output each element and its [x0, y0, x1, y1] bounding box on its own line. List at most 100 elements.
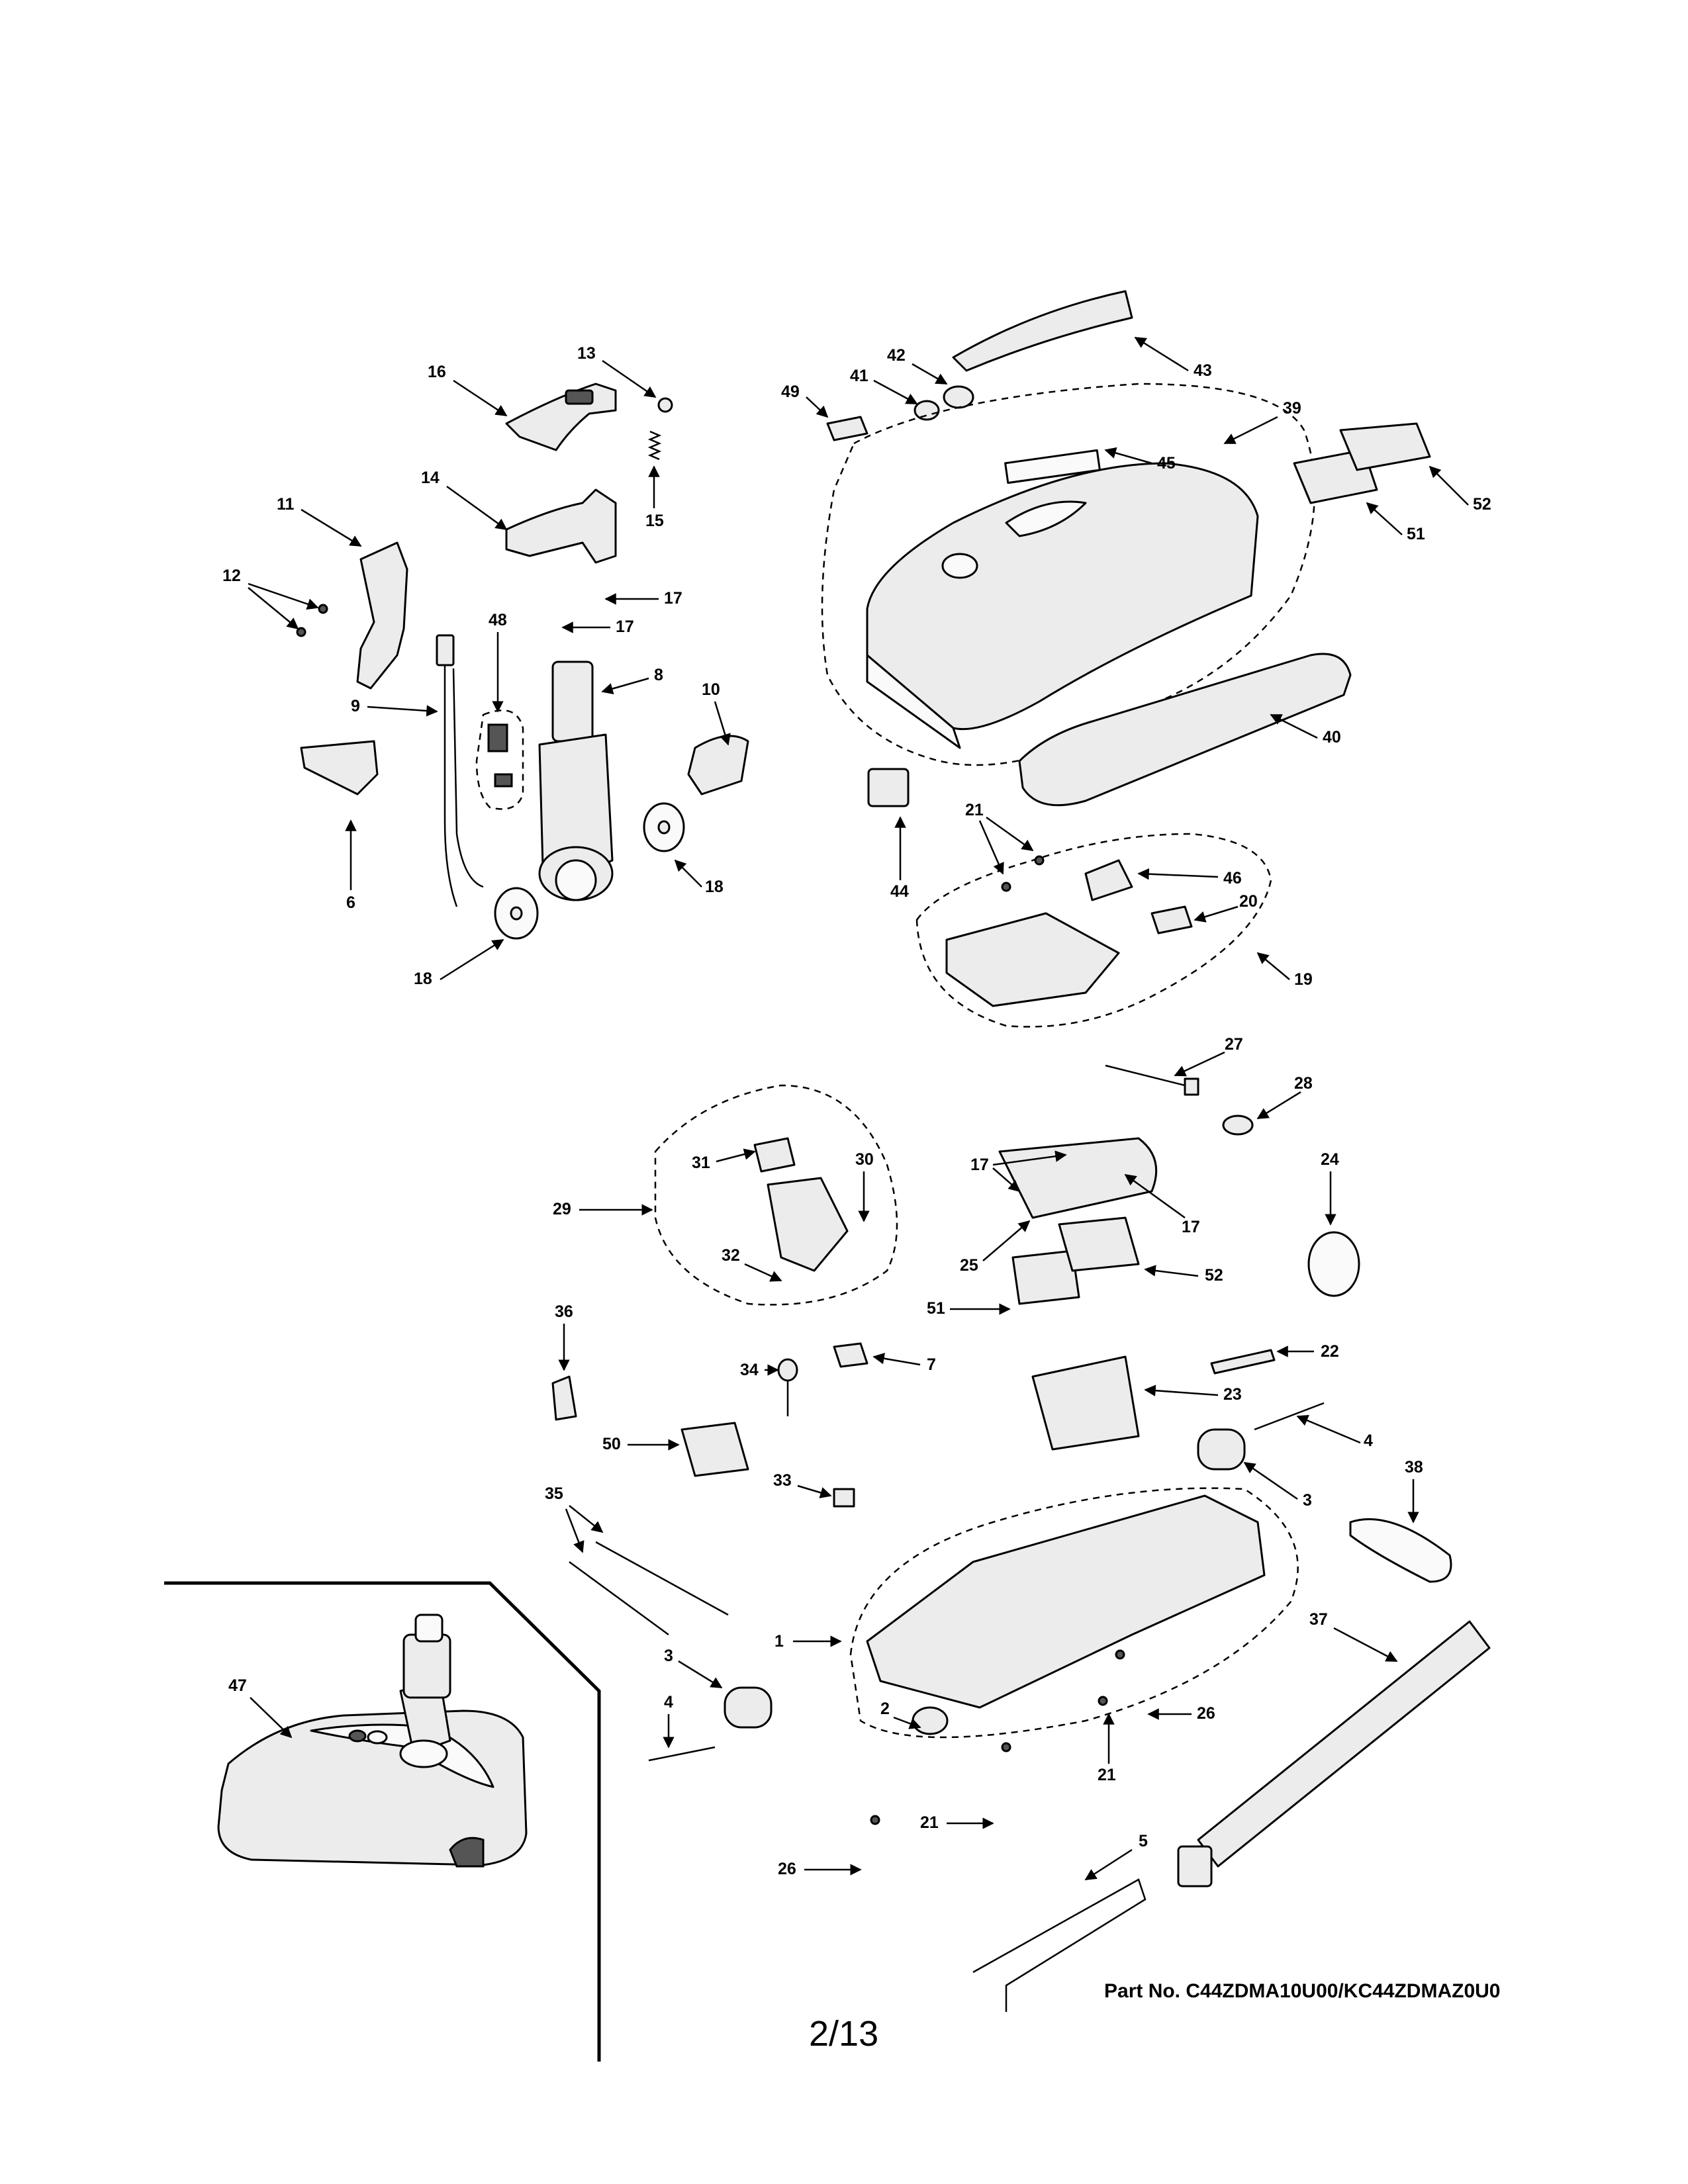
callout-18b: 18 [414, 938, 504, 988]
svg-text:22: 22 [1321, 1342, 1339, 1361]
part-25-motor-cover [998, 1137, 1158, 1219]
callout-2: 2 [880, 1700, 921, 1729]
part-34-bulb-socket [777, 1358, 798, 1416]
part-12-screws [296, 604, 328, 637]
callout-8: 8 [601, 666, 663, 695]
callout-34: 34 [740, 1361, 779, 1379]
svg-text:24: 24 [1321, 1150, 1339, 1169]
part-43-bumper-strip [952, 290, 1133, 372]
callout-3b: 3 [1243, 1461, 1312, 1510]
callout-4b: 4 [1296, 1415, 1373, 1450]
callout-20: 20 [1194, 892, 1258, 923]
callout-25: 25 [960, 1220, 1031, 1275]
svg-text:47: 47 [228, 1676, 247, 1695]
part-9-cord [436, 634, 484, 907]
part-10-neck-cover [687, 735, 749, 796]
part-24-belt-band [1307, 1231, 1360, 1297]
svg-text:9: 9 [351, 697, 360, 715]
callout-16: 16 [428, 363, 508, 417]
svg-text:30: 30 [855, 1150, 874, 1169]
callout-21b: 21 [920, 1813, 994, 1832]
part-50-switch [680, 1422, 749, 1477]
svg-text:15: 15 [645, 512, 664, 530]
callout-7: 7 [872, 1353, 936, 1374]
svg-text:21: 21 [920, 1813, 939, 1832]
callout-32: 32 [722, 1246, 782, 1282]
callout-13: 13 [577, 344, 657, 398]
callout-40: 40 [1270, 713, 1341, 747]
part-29-bracket-assembly [654, 1084, 898, 1306]
svg-text:52: 52 [1473, 495, 1491, 514]
callout-17d: 17 [1124, 1173, 1200, 1236]
callout-5: 5 [1084, 1832, 1148, 1881]
svg-text:35: 35 [545, 1484, 563, 1503]
callout-9: 9 [351, 697, 438, 717]
callout-44: 44 [890, 816, 909, 901]
svg-text:20: 20 [1239, 892, 1258, 911]
callout-51a: 51 [1366, 502, 1425, 543]
svg-text:6: 6 [346, 893, 355, 912]
svg-text:45: 45 [1157, 454, 1176, 473]
callout-35: 35 [545, 1484, 604, 1553]
callout-37: 37 [1309, 1610, 1398, 1662]
svg-text:16: 16 [428, 363, 446, 381]
part-44-pad [867, 768, 910, 807]
part-13-nut [657, 397, 673, 413]
svg-text:1: 1 [774, 1632, 784, 1651]
callout-22: 22 [1276, 1342, 1339, 1361]
inset-frame [164, 1581, 601, 2062]
callout-10: 10 [702, 680, 731, 746]
part-5-crank-tool [972, 1878, 1147, 2012]
callout-26a: 26 [1147, 1704, 1215, 1723]
callout-11: 11 [277, 495, 362, 547]
part-38-belt [1349, 1518, 1452, 1583]
part-28-bulb [1222, 1115, 1254, 1136]
callout-33: 33 [773, 1471, 832, 1498]
callout-42: 42 [887, 346, 948, 385]
callout-21c: 21 [1098, 1713, 1116, 1784]
callout-3: 3 [664, 1647, 723, 1689]
part-39-hood-assembly [821, 383, 1316, 766]
svg-text:10: 10 [702, 680, 720, 699]
part-37-brushroll [1177, 1620, 1491, 1888]
callout-6: 6 [345, 819, 357, 912]
svg-text:7: 7 [927, 1355, 936, 1374]
callout-24: 24 [1321, 1150, 1339, 1226]
svg-text:5: 5 [1139, 1832, 1148, 1850]
svg-text:3: 3 [1303, 1491, 1312, 1510]
svg-text:17: 17 [616, 617, 634, 636]
svg-text:46: 46 [1223, 869, 1242, 887]
part-23-motor [1031, 1355, 1140, 1451]
svg-text:21: 21 [965, 801, 984, 819]
part-3-rollers [724, 1428, 1246, 1729]
part-48-switch-assembly [475, 709, 524, 810]
part-16-handle-cover [505, 383, 617, 451]
svg-text:37: 37 [1309, 1610, 1328, 1629]
callout-17a: 17 [604, 589, 682, 608]
svg-text:52: 52 [1205, 1266, 1223, 1285]
part-27-wire-harness [1105, 1064, 1199, 1096]
callout-39: 39 [1223, 399, 1301, 445]
callout-4: 4 [663, 1693, 675, 1749]
page-number: 2/13 [809, 2014, 879, 2054]
part-4-axles [648, 1402, 1325, 1762]
svg-text:26: 26 [1197, 1704, 1215, 1723]
part-46-bracket [1084, 859, 1133, 901]
callout-43: 43 [1134, 336, 1212, 380]
part-11-handle-bracket [356, 541, 408, 690]
svg-text:17: 17 [970, 1156, 989, 1174]
svg-text:27: 27 [1225, 1035, 1243, 1054]
part-1-baseplate [849, 1487, 1299, 1739]
callout-28: 28 [1256, 1074, 1313, 1120]
svg-text:41: 41 [850, 367, 868, 385]
svg-text:33: 33 [773, 1471, 792, 1490]
callout-48: 48 [489, 611, 507, 713]
callout-26b: 26 [778, 1860, 862, 1878]
part-14-handle-base [505, 488, 617, 564]
svg-text:31: 31 [692, 1154, 710, 1172]
callout-23: 23 [1144, 1385, 1242, 1404]
part-33-clip [833, 1488, 855, 1508]
callout-45: 45 [1104, 447, 1176, 473]
svg-text:2: 2 [880, 1700, 890, 1718]
